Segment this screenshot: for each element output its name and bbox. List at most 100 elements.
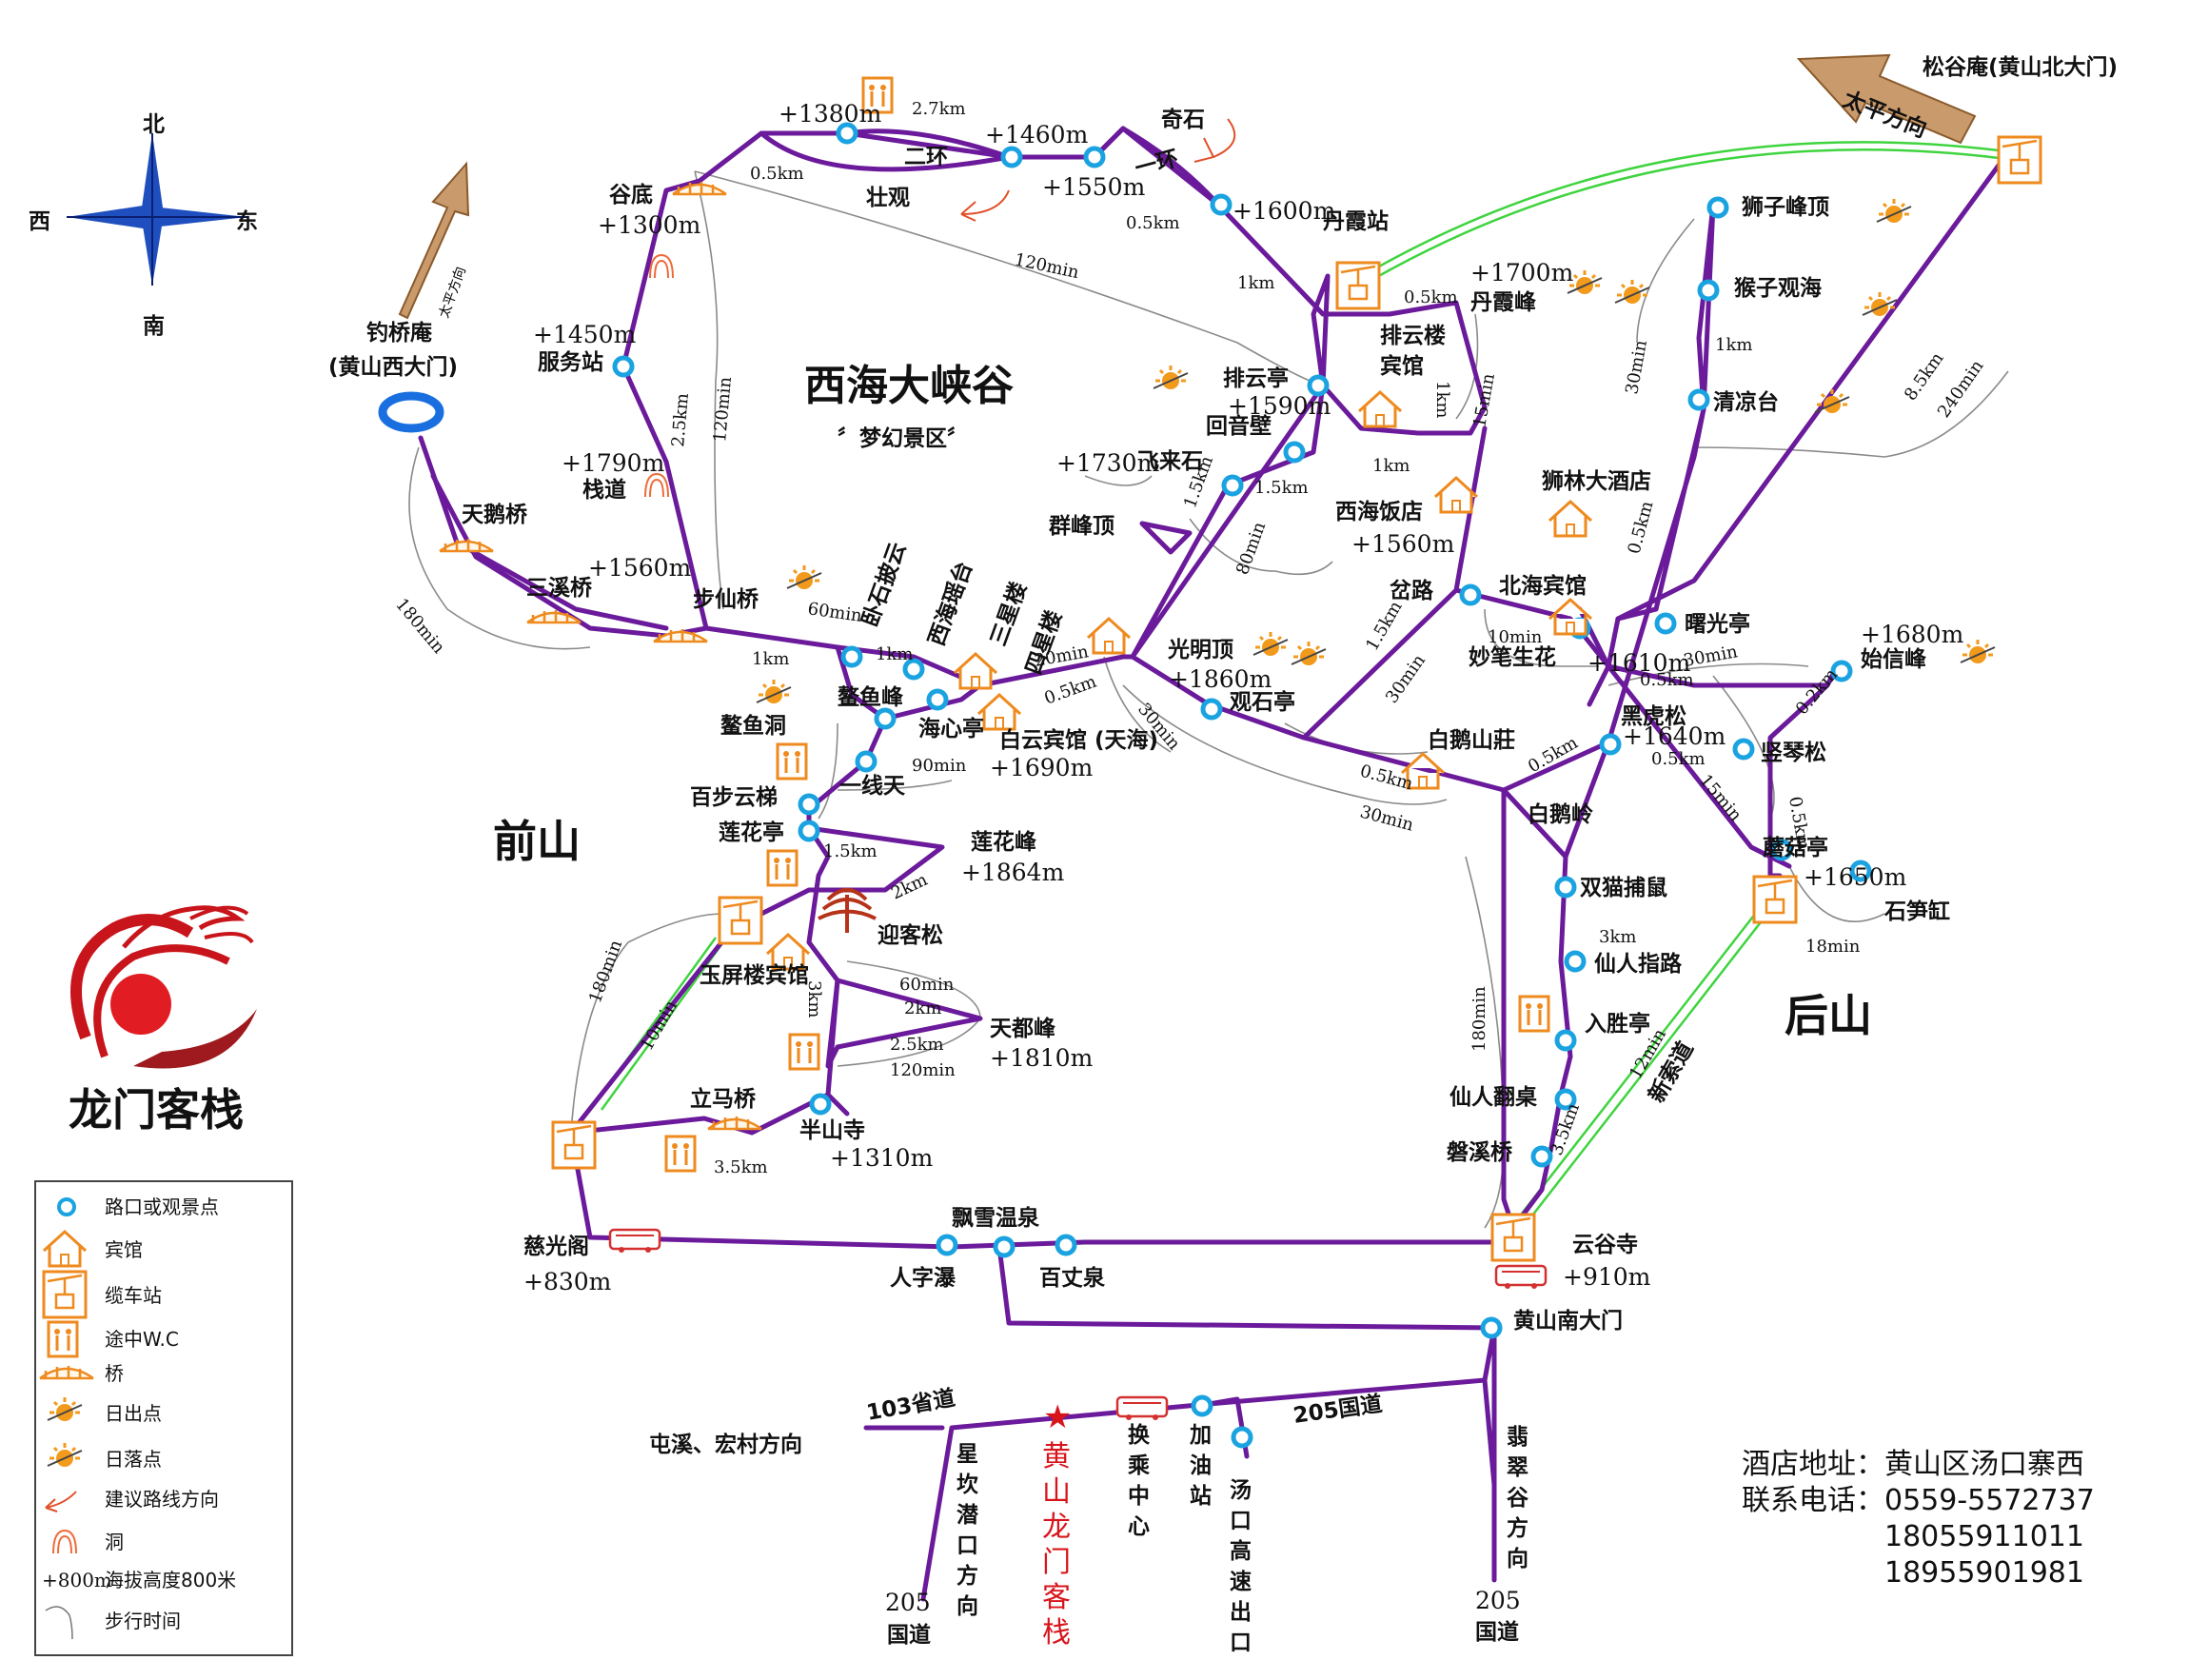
svg-text:10min: 10min [1488,627,1543,647]
svg-text:60min: 60min [899,975,955,995]
phone-1: 0559-5572737 [1884,1484,2095,1517]
svg-text:回音壁: 回音壁 [1206,413,1272,439]
svg-text:120min: 120min [710,376,736,444]
toilet-icon [776,742,808,781]
bus-icon [1494,1264,1548,1291]
svg-text:谷底: 谷底 [609,182,653,208]
svg-text:栈道: 栈道 [582,477,626,503]
svg-text:+1560m: +1560m [588,554,692,582]
svg-text:鳌鱼洞: 鳌鱼洞 [720,713,786,739]
node-shuangmao [1554,876,1577,899]
svg-text:人字瀑: 人字瀑 [890,1265,956,1291]
walk-time-curves [408,170,2009,1229]
node-tangkou [1231,1426,1253,1449]
cave-icon [644,473,669,498]
svg-text:蘑菇亭: 蘑菇亭 [1763,835,1828,860]
legend-label-sunset: 日落点 [105,1448,162,1471]
svg-text:+1610m: +1610m [1588,649,1691,677]
svg-text:仙人指路: 仙人指路 [1594,951,1683,977]
region-back: 后山 [1785,990,1872,1041]
west-gate-sub: (黄山西大门) [328,354,458,380]
node-1380 [836,122,858,145]
svg-text:宾馆: 宾馆 [1380,353,1424,379]
node-fanzhuo [1554,1088,1577,1111]
svg-text:+1310m: +1310m [830,1144,934,1172]
svg-text:汤: 汤 [1230,1478,1252,1503]
cave-icon [649,254,674,279]
svg-text:丹霞站: 丹霞站 [1323,209,1389,234]
bridge-icon [38,1364,95,1380]
node-heihu [1599,733,1622,756]
legend-label-cable: 缆车站 [105,1284,162,1307]
svg-text:205: 205 [1475,1587,1521,1614]
svg-text:+830m: +830m [523,1268,612,1295]
svg-text:0.5km: 0.5km [1625,499,1658,556]
sunrise-icon [46,1395,84,1423]
legend-label-sunrise: 日出点 [105,1402,162,1425]
brand-name: 龙门客栈 [69,1084,244,1136]
bridge-icon [671,180,728,196]
svg-text:方: 方 [956,1563,978,1589]
phone-3: 18955901981 [1884,1556,2084,1590]
svg-text:飘雪温泉: 飘雪温泉 [952,1205,1040,1231]
hotel-icon [42,1230,88,1268]
north-gate-name: 松谷庵(黄山北大门) [1923,54,2118,80]
svg-text:排云亭: 排云亭 [1223,366,1289,391]
svg-text:向: 向 [956,1593,978,1619]
svg-text:心: 心 [1128,1514,1150,1539]
svg-text:壮观: 壮观 [866,186,910,210]
svg-text:3.5km: 3.5km [714,1157,768,1177]
svg-text:莲花亭: 莲花亭 [719,820,784,845]
legend-label-altitude: 海拔高度800米 [105,1569,236,1591]
svg-text:1km: 1km [1237,273,1274,293]
sunset-icon [1152,364,1190,391]
cave-icon [52,1530,77,1554]
svg-text:玉屏楼宾馆: 玉屏楼宾馆 [700,962,809,988]
svg-text:30min: 30min [1382,651,1430,707]
svg-text:中: 中 [1128,1484,1150,1509]
svg-text:3km: 3km [804,980,824,1018]
svg-text:慈光阁: 慈光阁 [523,1234,589,1259]
svg-text:丹霞峰: 丹霞峰 [1470,290,1537,315]
legend-label-bridge: 桥 [105,1362,124,1385]
svg-text:+1690m: +1690m [990,754,1094,781]
svg-text:步仙桥: 步仙桥 [693,586,759,612]
svg-text:+1550m: +1550m [1042,173,1146,201]
node-shixin [1830,660,1853,682]
svg-text:莲花峰: 莲花峰 [971,830,1037,855]
svg-text:口: 口 [956,1533,978,1558]
svg-text:60min: 60min [806,599,863,626]
map-title: 西海大峡谷 [804,362,1014,410]
svg-text:国道: 国道 [1475,1619,1519,1645]
svg-text:+1864m: +1864m [961,859,1065,886]
legend-label-node: 路口或观景点 [105,1196,219,1218]
svg-text:狮林大酒店: 狮林大酒店 [1542,468,1651,494]
cable-car-icon [1335,261,1381,310]
svg-text:80min: 80min [1233,519,1270,577]
node-rusheng [1554,1029,1577,1052]
node-renzipu [936,1234,958,1256]
svg-text:翠: 翠 [1507,1455,1528,1480]
svg-text:坎: 坎 [956,1472,978,1497]
svg-text:90min: 90min [912,756,967,776]
svg-text:180min: 180min [391,595,449,658]
svg-text:仙人翻桌: 仙人翻桌 [1449,1084,1537,1110]
hotel-star-icon: ★ [1043,1398,1072,1436]
legend-label-route: 建议路线方向 [105,1488,219,1511]
svg-text:+1450m: +1450m [533,321,637,348]
svg-text:+1650m: +1650m [1804,863,1907,891]
svg-text:谷: 谷 [1507,1486,1529,1511]
svg-text:2km: 2km [904,998,941,1018]
svg-text:0.5km: 0.5km [1042,672,1099,709]
svg-text:始信峰: 始信峰 [1861,646,1927,672]
svg-text:云谷寺: 云谷寺 [1572,1233,1638,1257]
toilet-icon [766,849,799,887]
node-1460 [1000,146,1023,168]
toilet-icon [1518,995,1550,1033]
svg-text:一线天: 一线天 [839,773,906,799]
svg-text:0.5km: 0.5km [1525,733,1582,777]
svg-text:门: 门 [1042,1546,1071,1579]
node-lianhuating [798,820,820,842]
svg-text:光明顶: 光明顶 [1167,638,1233,662]
